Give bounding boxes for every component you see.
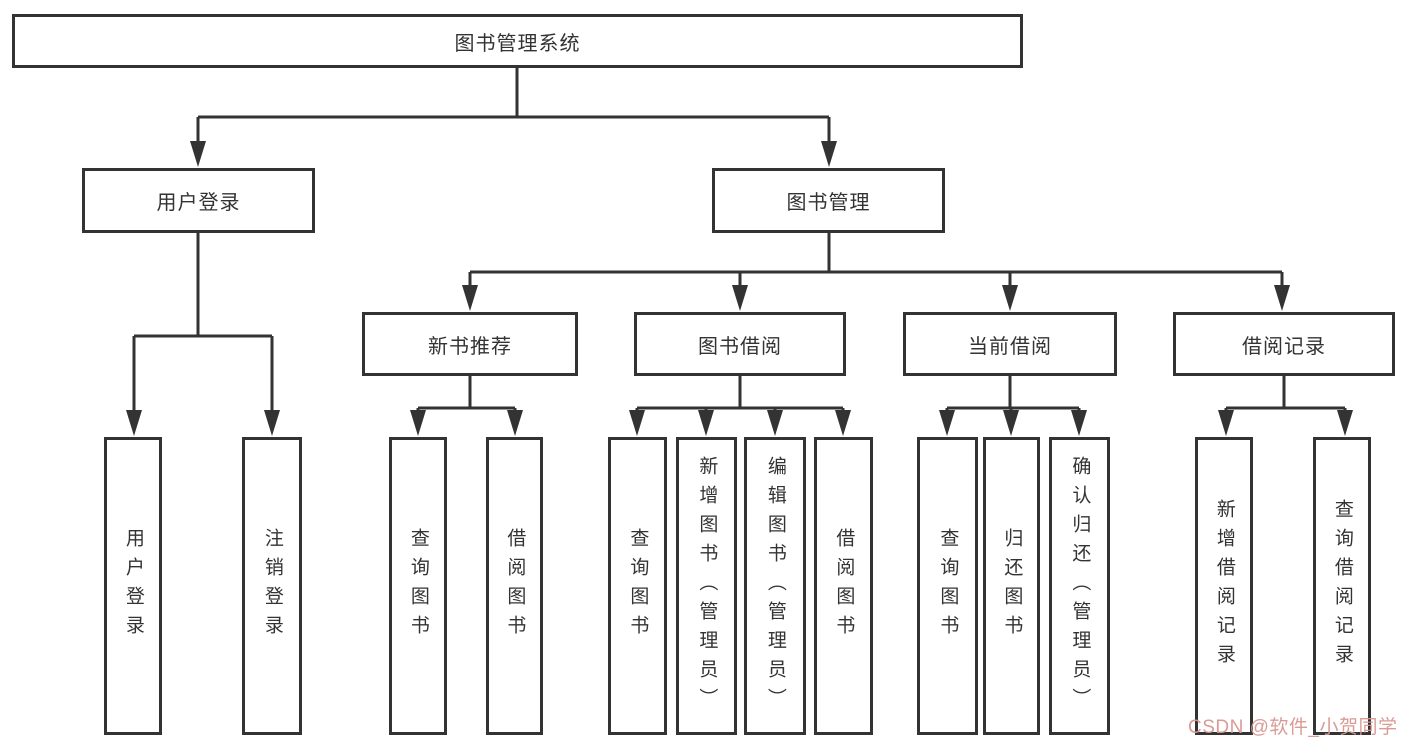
node-current-borrow: 当前借阅 bbox=[903, 312, 1117, 376]
leaf-newbook-query-books: 查询图书 bbox=[389, 437, 447, 735]
leaf-newbook-borrow-books: 借阅图书 bbox=[486, 437, 543, 735]
leaf-label: 用户登录 bbox=[122, 528, 144, 644]
node-book-borrow: 图书借阅 bbox=[634, 312, 846, 376]
csdn-watermark: CSDN @软件_小贺同学 bbox=[1188, 717, 1398, 738]
connector-borrow-record-to-leaves bbox=[1224, 375, 1347, 414]
leaf-logout: 注销登录 bbox=[242, 437, 302, 735]
node-book-management: 图书管理 bbox=[712, 168, 945, 233]
leaf-label: 确认归还（管理员） bbox=[1069, 455, 1091, 717]
arrowhead-icons bbox=[126, 141, 1353, 436]
leaf-label: 借阅图书 bbox=[833, 528, 855, 644]
node-user-login: 用户登录 bbox=[82, 168, 315, 233]
leaf-label: 新增图书（管理员） bbox=[696, 455, 718, 717]
leaf-label: 查询图书 bbox=[937, 528, 959, 644]
leaf-borrow-edit-books-admin: 编辑图书（管理员） bbox=[744, 437, 806, 735]
node-root: 图书管理系统 bbox=[12, 14, 1023, 68]
connector-user-login-to-leaves bbox=[132, 232, 274, 414]
leaf-current-query-books: 查询图书 bbox=[917, 437, 978, 735]
leaf-label: 查询图书 bbox=[627, 528, 649, 644]
connector-book-borrow-to-leaves bbox=[635, 375, 845, 414]
connector-group bbox=[132, 66, 1347, 414]
node-borrow-records: 借阅记录 bbox=[1173, 312, 1395, 376]
leaf-label: 新增借阅记录 bbox=[1213, 499, 1235, 673]
node-new-book-recommend: 新书推荐 bbox=[362, 312, 578, 376]
leaf-label: 查询图书 bbox=[407, 528, 429, 644]
leaf-borrow-add-books-admin: 新增图书（管理员） bbox=[676, 437, 737, 735]
connector-new-book-to-leaves bbox=[416, 375, 517, 414]
leaf-record-add-record: 新增借阅记录 bbox=[1195, 437, 1253, 735]
leaf-borrow-query-books: 查询图书 bbox=[608, 437, 667, 735]
connector-book-management-to-level3 bbox=[468, 232, 1284, 288]
leaf-label: 借阅图书 bbox=[504, 528, 526, 644]
connector-current-borrow-to-leaves bbox=[945, 375, 1081, 414]
leaf-label: 编辑图书（管理员） bbox=[764, 455, 786, 717]
leaf-current-return-books: 归还图书 bbox=[983, 437, 1040, 735]
leaf-borrow-borrow-books: 借阅图书 bbox=[814, 437, 873, 735]
leaf-record-query-record: 查询借阅记录 bbox=[1313, 437, 1371, 735]
leaf-label: 查询借阅记录 bbox=[1331, 499, 1353, 673]
leaf-label: 归还图书 bbox=[1001, 528, 1023, 644]
leaf-current-confirm-return-admin: 确认归还（管理员） bbox=[1049, 437, 1110, 735]
leaf-user-login: 用户登录 bbox=[104, 437, 162, 735]
leaf-label: 注销登录 bbox=[261, 528, 283, 644]
connector-root-to-level2 bbox=[196, 66, 831, 146]
